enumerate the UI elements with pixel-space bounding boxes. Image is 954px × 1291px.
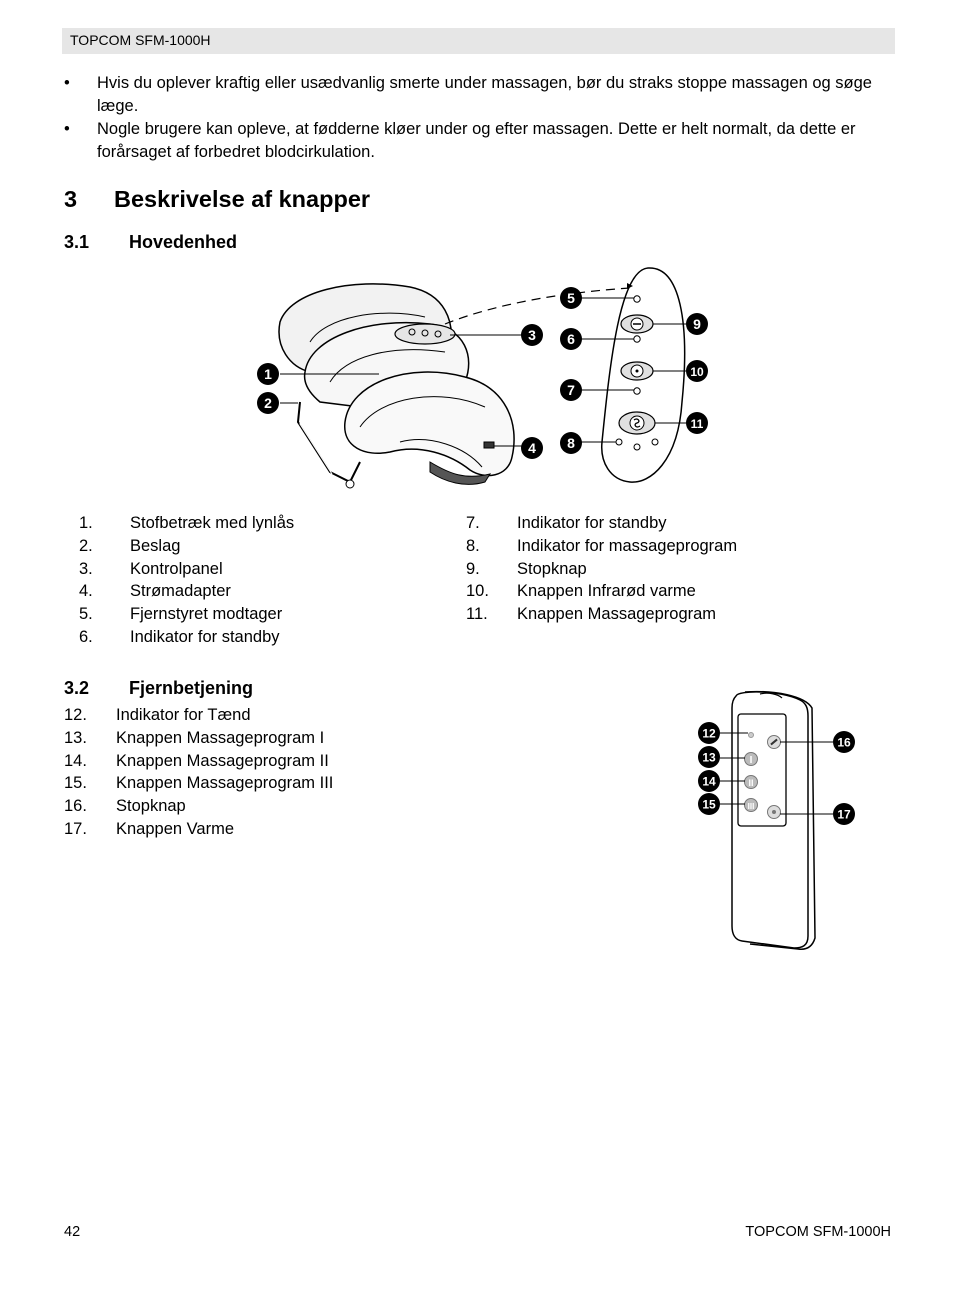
bullet-text: Nogle brugere kan opleve, at fødderne kl… <box>97 120 856 161</box>
subsection-number: 3.2 <box>64 678 90 698</box>
section-title: Beskrivelse af knapper <box>114 186 371 212</box>
main-unit-list-right: 7.Indikator for standby 8.Indikator for … <box>466 512 737 626</box>
svg-text:12: 12 <box>702 727 716 741</box>
callout-11: 11 <box>686 412 708 434</box>
page-number: 42 <box>64 1224 81 1240</box>
bullet-item: • Nogle brugere kan opleve, at fødderne … <box>62 118 892 164</box>
receiver-arrow-icon <box>627 283 633 289</box>
callout-3: 3 <box>521 324 543 346</box>
bullet-item: • Hvis du oplever kraftig eller usædvanl… <box>62 72 892 118</box>
list-item: 7.Indikator for standby <box>466 514 667 532</box>
subsection-heading-remote: 3.2 Fjernbetjening <box>64 678 253 699</box>
callout-16: 16 <box>833 731 855 753</box>
control-panel <box>394 323 456 345</box>
subsection-title: Hovedenhed <box>129 232 238 252</box>
massager-front-shell <box>344 371 515 477</box>
standby-indicator-2 <box>633 387 641 395</box>
svg-text:11: 11 <box>691 417 704 431</box>
main-unit-diagram: 1 2 3 4 5 6 7 8 9 10 11 <box>257 267 708 489</box>
callout-7: 7 <box>560 379 582 401</box>
list-item: 3.Kontrolpanel <box>79 559 223 578</box>
svg-text:2: 2 <box>264 395 272 411</box>
bullet-symbol: • <box>64 120 70 138</box>
section-heading: 3 Beskrivelse af knapper <box>64 186 370 213</box>
bullet-symbol: • <box>64 74 70 92</box>
power-led <box>748 732 754 738</box>
standby-indicator <box>633 335 641 343</box>
callout-6: 6 <box>560 328 582 350</box>
svg-text:1: 1 <box>264 366 272 382</box>
list-item: 6.Indikator for standby <box>79 627 280 646</box>
list-item: 13.Knappen Massageprogram I <box>64 728 325 747</box>
svg-text:10: 10 <box>690 365 704 379</box>
bullet-list: • Hvis du oplever kraftig eller usædvanl… <box>62 72 892 164</box>
callout-17: 17 <box>833 803 855 825</box>
list-item: 15.Knappen Massageprogram III <box>64 774 334 793</box>
svg-text:6: 6 <box>567 331 575 347</box>
callout-1: 1 <box>257 363 279 385</box>
svg-text:14: 14 <box>702 775 716 789</box>
callout-15: 15 <box>698 793 720 815</box>
callout-12: 12 <box>698 722 720 744</box>
list-item: 4.Strømadapter <box>79 582 231 601</box>
list-item: 1.Stofbetræk med lynlås <box>79 514 295 532</box>
remote-heat-button[interactable] <box>767 805 781 819</box>
massage-program-1-button[interactable]: I <box>744 752 758 767</box>
subsection-number: 3.1 <box>64 232 90 252</box>
list-item: 2.Beslag <box>79 536 181 555</box>
svg-text:17: 17 <box>837 808 851 822</box>
list-item: 16.Stopknap <box>64 797 186 816</box>
callout-4: 4 <box>521 437 543 459</box>
svg-text:7: 7 <box>567 382 575 398</box>
svg-text:16: 16 <box>837 736 851 750</box>
callout-8: 8 <box>560 432 582 454</box>
list-item: 5.Fjernstyret modtager <box>79 605 283 624</box>
massage-program-3-button[interactable]: III <box>744 798 758 812</box>
svg-text:III: III <box>748 802 755 811</box>
subsection-title: Fjernbetjening <box>129 678 254 698</box>
massage-program-2-button[interactable]: II <box>744 775 758 789</box>
remote-control-diagram: I II III 12 13 14 15 16 17 <box>698 690 855 950</box>
callout-14: 14 <box>698 770 720 792</box>
program-indicator <box>633 443 641 451</box>
power-adapter-socket <box>483 441 495 449</box>
svg-text:9: 9 <box>693 316 701 332</box>
bullet-text: Hvis du oplever kraftig eller usædvanlig… <box>97 74 872 115</box>
callout-2: 2 <box>257 392 279 414</box>
remote-list: 12.Indikator for Tænd 13.Knappen Massage… <box>64 704 333 841</box>
svg-text:8: 8 <box>567 435 575 451</box>
svg-text:II: II <box>748 778 753 788</box>
subsection-heading-main-unit: 3.1 Hovedenhed <box>64 232 237 253</box>
bracket <box>296 401 361 484</box>
callout-9: 9 <box>686 313 708 335</box>
list-item: 8.Indikator for massageprogram <box>466 536 738 555</box>
list-item: 12.Indikator for Tænd <box>64 706 251 724</box>
svg-text:I: I <box>750 755 753 766</box>
svg-text:15: 15 <box>702 798 716 812</box>
list-item: 14.Knappen Massageprogram II <box>64 751 329 770</box>
header-title: TOPCOM SFM-1000H <box>70 32 211 48</box>
remote-stop-button[interactable] <box>767 735 781 749</box>
list-item: 10.Knappen Infrarød varme <box>466 582 696 601</box>
list-item: 9.Stopknap <box>466 559 587 578</box>
list-item: 11.Knappen Massageprogram <box>466 605 717 624</box>
callout-13: 13 <box>698 746 720 768</box>
svg-text:13: 13 <box>702 751 716 765</box>
page-header: TOPCOM SFM-1000H <box>62 28 895 54</box>
callout-10: 10 <box>686 360 708 382</box>
main-unit-list-left: 1.Stofbetræk med lynlås 2.Beslag 3.Kontr… <box>79 512 294 649</box>
receiver-indicator <box>633 295 641 303</box>
svg-text:4: 4 <box>528 440 536 456</box>
list-item: 17.Knappen Varme <box>64 819 235 838</box>
svg-text:5: 5 <box>567 290 575 306</box>
svg-text:3: 3 <box>528 327 536 343</box>
section-number: 3 <box>64 186 78 212</box>
footer-title: TOPCOM SFM-1000H <box>745 1224 891 1240</box>
callout-5: 5 <box>560 287 582 309</box>
